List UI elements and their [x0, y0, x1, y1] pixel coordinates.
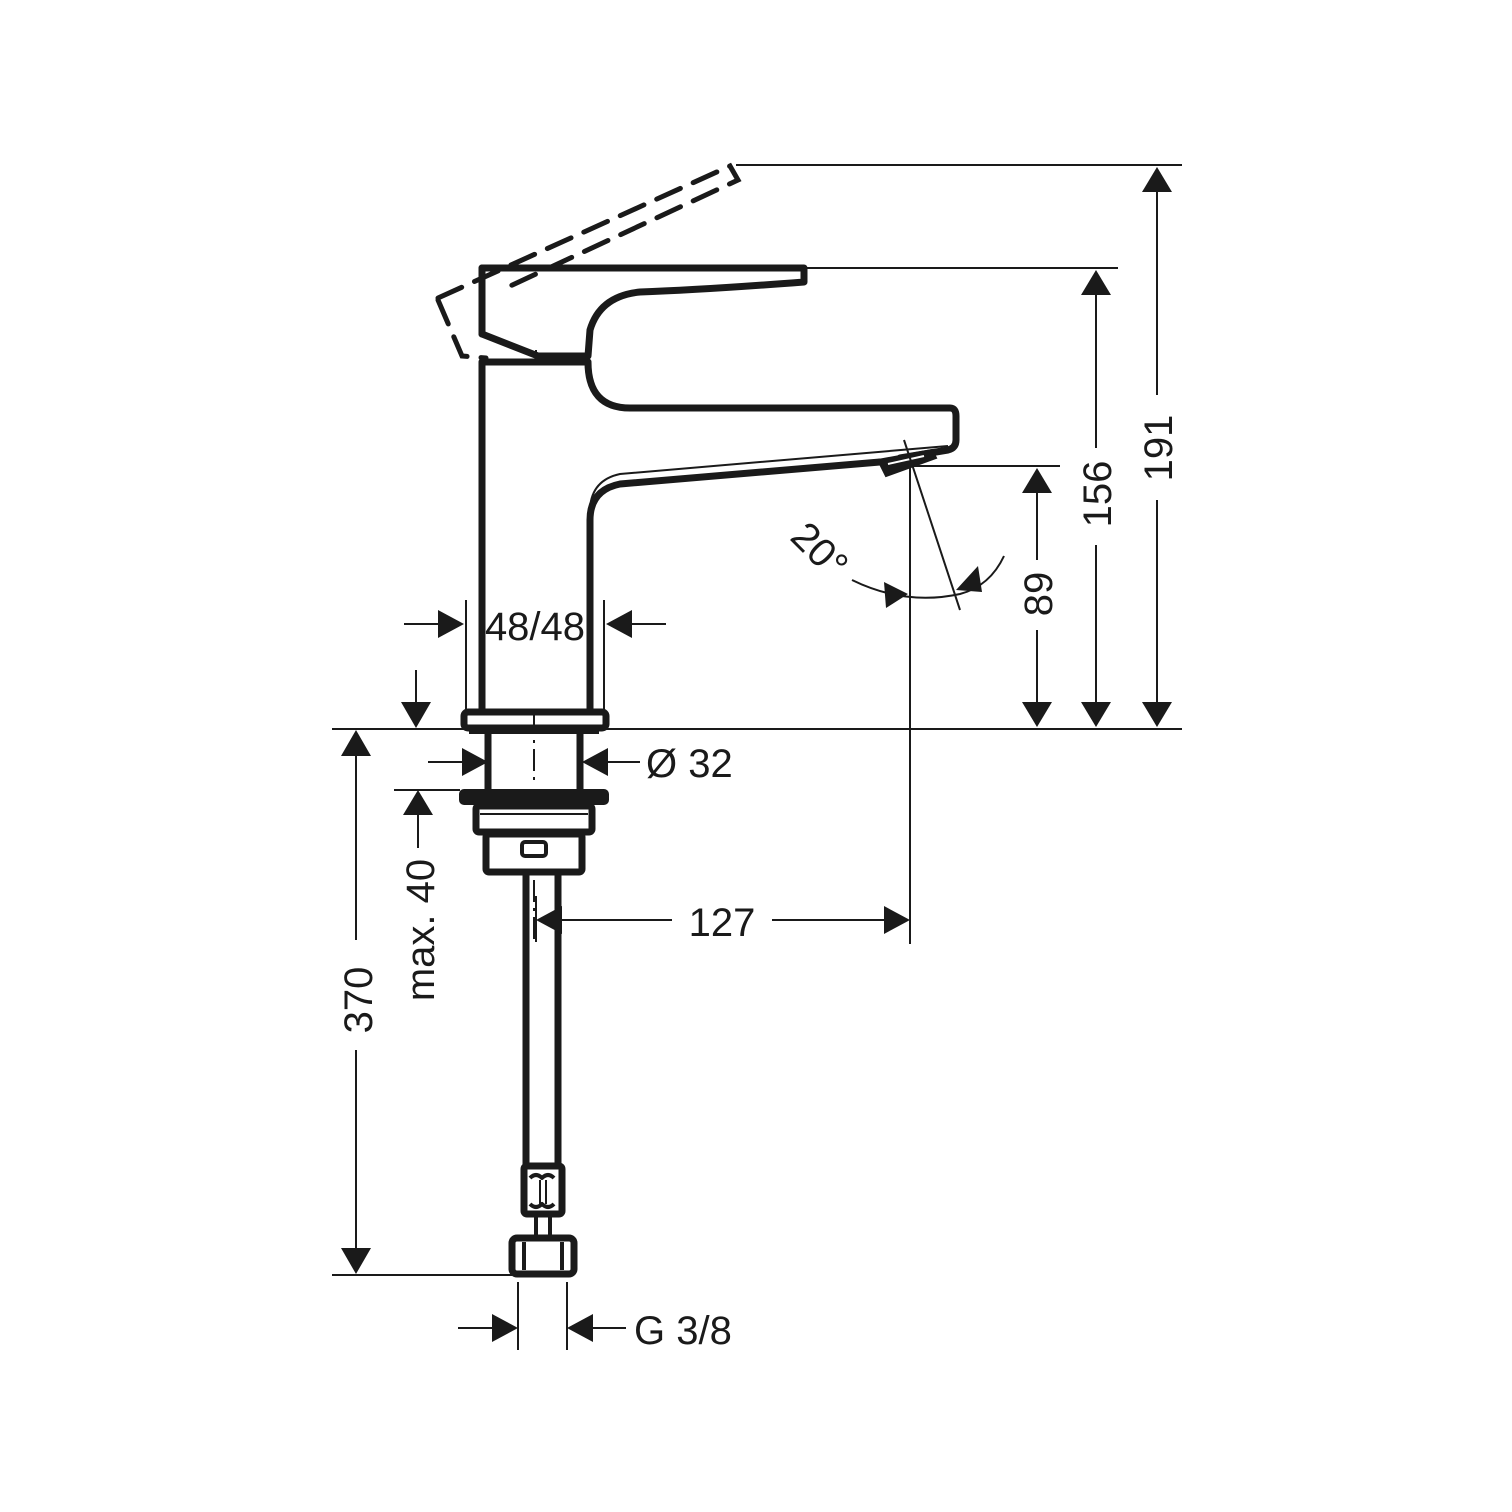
- aerator: [876, 448, 938, 478]
- dimension-body-width: 48/48: [404, 605, 666, 649]
- dimension-label-diameter-32: Ø 32: [646, 742, 733, 786]
- lever-raised-outline: [435, 162, 742, 361]
- threaded-shank: [484, 712, 584, 794]
- dimension-shank-diameter: Ø 32: [428, 742, 733, 786]
- dimension-max-countertop: max. 40: [399, 790, 443, 1001]
- dimension-label-20deg: 20°: [782, 514, 856, 588]
- dimension-lever-height: 156: [1076, 270, 1120, 727]
- dimension-spout-height: 89: [1017, 468, 1061, 727]
- dimension-label-g-3-8: G 3/8: [634, 1309, 732, 1353]
- dimension-label-89: 89: [1017, 572, 1061, 617]
- dimension-label-156: 156: [1076, 461, 1120, 528]
- supply-hose: [520, 868, 566, 1236]
- mixer-body-outline: [478, 358, 960, 716]
- dimension-label-max-40: max. 40: [399, 859, 443, 1001]
- dimension-hose-length: 370: [337, 730, 381, 1274]
- fixing-nut: [459, 789, 609, 876]
- dimension-total-height: 191: [1137, 167, 1181, 727]
- dimension-spout-reach: 127: [535, 896, 910, 945]
- hose-connection-nut: [508, 1234, 578, 1278]
- dimension-spout-angle: 20°: [782, 514, 1005, 608]
- lever-outline: [478, 264, 808, 360]
- dimension-label-370: 370: [337, 967, 381, 1034]
- extension-lines: [332, 164, 1182, 1350]
- dimension-label-127: 127: [689, 901, 756, 945]
- dimension-label-48-48: 48/48: [485, 605, 585, 649]
- dimension-countertop-arrow: [401, 670, 431, 728]
- dimension-label-191: 191: [1137, 415, 1181, 482]
- dimension-connection-thread: G 3/8: [458, 1309, 732, 1353]
